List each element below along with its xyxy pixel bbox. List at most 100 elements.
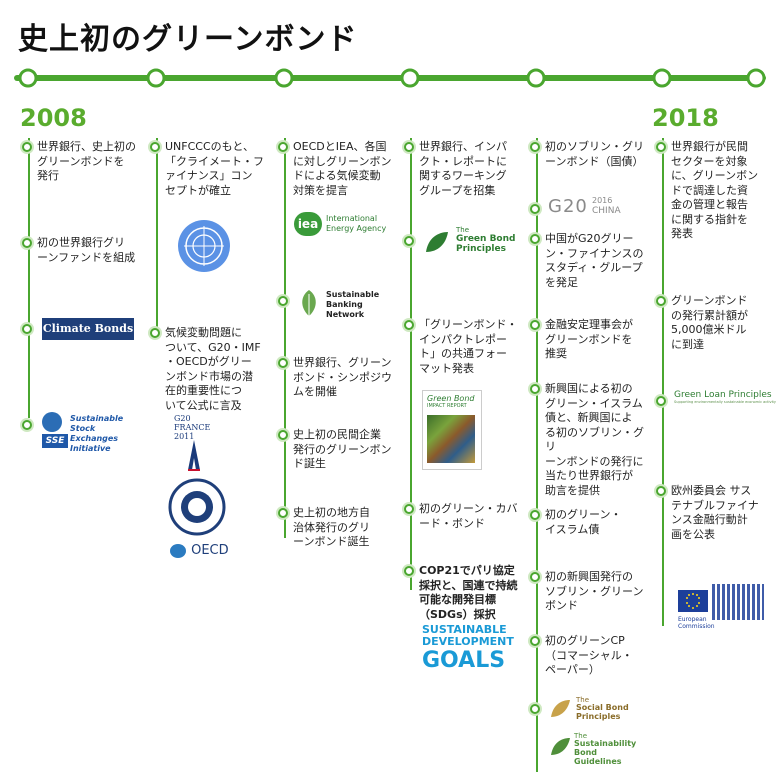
leaf-icon: [296, 288, 322, 318]
ec-building-icon: [712, 584, 764, 620]
g20-china-logo: G20 2016 CHINA: [548, 196, 648, 218]
event-item: UNFCCCのもと、 「クライメート・フ ァイナンス」コン セプトが確立: [150, 140, 274, 198]
event-dot: [656, 296, 666, 306]
european-commission-logo: European Commission: [678, 584, 768, 642]
event-dot: [656, 142, 666, 152]
event-text: 世界銀行、史上初の グリーンボンドを 発行: [37, 140, 146, 184]
un-emblem-icon: [42, 412, 62, 432]
event-item: グリーンボンド の発行累計額が 5,000億米ドル に到達: [656, 294, 780, 352]
report-image-grid: [427, 415, 475, 463]
event-dot: [530, 234, 540, 244]
event-dot: [404, 566, 414, 576]
event-dot: [530, 572, 540, 582]
event-text: 史上初の民間企業 発行のグリーンボン ド誕生: [293, 428, 402, 472]
event-item: 初のグリーン・カバ ード・ボンド: [404, 502, 528, 531]
event-item: 世界銀行が民間 セクターを対象 に、グリーンボン ドで調達した資 金の管理と報告…: [656, 140, 780, 242]
sustainability-bond-guidelines-logo: The Sustainability Bond Guidelines: [548, 732, 658, 760]
event-text: UNFCCCのもと、 「クライメート・フ ァイナンス」コン セプトが確立: [165, 140, 274, 198]
timeline-column-2: UNFCCCのもと、 「クライメート・フ ァイナンス」コン セプトが確立 気候変…: [150, 138, 276, 778]
event-item: 初の新興国発行の ソブリン・グリーン ボンド: [530, 570, 654, 614]
leaf-swirl-icon: [422, 228, 450, 256]
event-item: 金融安定理事会が グリーンボンドを 推奨: [530, 318, 654, 362]
oecd-logo: OECD: [170, 540, 260, 558]
event-dot: [530, 636, 540, 646]
logo-dot: [530, 704, 540, 714]
oecd-circles-icon: [170, 544, 186, 558]
green-bond-principles-logo: The Green Bond Principles: [422, 226, 522, 258]
event-text: COP21でパリ協定 採択と、国連で持続 可能な開発目標 （SDGs）採択: [419, 564, 528, 622]
event-item: 世界銀行、史上初の グリーンボンドを 発行: [22, 140, 146, 184]
event-text: 初のソブリン・グリ ーンボンド（国債）: [545, 140, 654, 169]
eu-flag-icon: [678, 590, 708, 612]
sse-logo: SSE Sustainable Stock Exchanges Initiati…: [42, 412, 144, 452]
event-item: COP21でパリ協定 採択と、国連で持続 可能な開発目標 （SDGs）採択: [404, 564, 528, 622]
logo-dot: [404, 236, 414, 246]
page-title: 史上初のグリーンボンド: [18, 14, 358, 58]
timeline-column-4: 世界銀行、インパ クト・レポートに 関するワーキング グループを招集 The G…: [404, 138, 530, 778]
imf-seal-icon: [168, 478, 226, 536]
event-dot: [530, 320, 540, 330]
event-dot: [530, 510, 540, 520]
event-dot: [22, 142, 32, 152]
leaf-swirl-icon: [548, 696, 572, 720]
logo-dot: [530, 204, 540, 214]
event-dot: [656, 486, 666, 496]
event-item: 史上初の民間企業 発行のグリーンボン ド誕生: [278, 428, 402, 472]
event-item: 「グリーンボンド・ インパクトレポー ト」の共通フォー マット発表: [404, 318, 528, 376]
event-item: 中国がG20グリー ン・ファイナンスの スタディ・グループ を発足: [530, 232, 654, 290]
logo-dot: [22, 324, 32, 334]
event-text: 中国がG20グリー ン・ファイナンスの スタディ・グループ を発足: [545, 232, 654, 290]
event-text: 世界銀行、グリーン ボンド・シンポジウ ムを開催: [293, 356, 402, 400]
logo-dot: [278, 296, 288, 306]
event-text: 初のグリーン・ イスラム債: [545, 508, 654, 537]
column-line: [284, 138, 286, 538]
event-text: 金融安定理事会が グリーンボンドを 推奨: [545, 318, 654, 362]
timeline-column-1: 世界銀行、史上初の グリーンボンドを 発行 初の世界銀行グリ ーンファンドを組成…: [22, 138, 148, 778]
event-dot: [150, 142, 160, 152]
social-bond-principles-logo: The Social Bond Principles: [548, 696, 648, 722]
event-dot: [404, 504, 414, 514]
event-dot: [278, 430, 288, 440]
event-dot: [404, 320, 414, 330]
event-text: 史上初の地方自 治体発行のグリ ーンボンド誕生: [293, 506, 402, 550]
event-dot: [278, 358, 288, 368]
climate-bonds-logo: Climate Bonds: [42, 318, 134, 340]
event-text: 気候変動問題に ついて、G20・IMF ・OECDがグリー ンボンド市場の潜 在…: [165, 326, 274, 413]
event-text: OECDとIEA、各国 に対しグリーンボン ドによる気候変動 対策を提言: [293, 140, 402, 198]
sdg-logo: SUSTAINABLE DEVELOPMENT GOALS: [422, 624, 526, 680]
event-item: 初のグリーンCP （コマーシャル・ ペーパー）: [530, 634, 654, 678]
event-dot: [278, 142, 288, 152]
event-item: 初のグリーン・ イスラム債: [530, 508, 654, 537]
g20-france-logo: G20 FRANCE 2011: [174, 414, 234, 474]
event-text: 初のグリーンCP （コマーシャル・ ペーパー）: [545, 634, 654, 678]
event-item: 世界銀行、グリーン ボンド・シンポジウ ムを開催: [278, 356, 402, 400]
event-item: 初の世界銀行グリ ーンファンドを組成: [22, 236, 146, 265]
impact-report-cover: Green Bond IMPACT REPORT: [422, 390, 482, 470]
event-item: 世界銀行、インパ クト・レポートに 関するワーキング グループを招集: [404, 140, 528, 198]
eiffel-tower-icon: [174, 440, 214, 472]
event-text: 初の新興国発行の ソブリン・グリーン ボンド: [545, 570, 654, 614]
event-item: 気候変動問題に ついて、G20・IMF ・OECDがグリー ンボンド市場の潜 在…: [150, 326, 274, 413]
event-text: 初のグリーン・カバ ード・ボンド: [419, 502, 528, 531]
sustainable-banking-network-logo: Sustainable Banking Network: [296, 288, 396, 322]
event-text: 世界銀行が民間 セクターを対象 に、グリーンボン ドで調達した資 金の管理と報告…: [671, 140, 780, 242]
event-text: グリーンボンド の発行累計額が 5,000億米ドル に到達: [671, 294, 780, 352]
event-dot: [404, 142, 414, 152]
event-dot: [22, 238, 32, 248]
event-text: 新興国による初の グリーン・イスラム 債と、新興国によ る初のソブリン・グリ ー…: [545, 382, 654, 498]
event-item: 新興国による初の グリーン・イスラム 債と、新興国によ る初のソブリン・グリ ー…: [530, 382, 654, 498]
logo-dot: [22, 420, 32, 430]
event-text: 欧州委員会 サス テナブルファイナ ンス金融行動計 画を公表: [671, 484, 780, 542]
event-item: 史上初の地方自 治体発行のグリ ーンボンド誕生: [278, 506, 402, 550]
event-text: 「グリーンボンド・ インパクトレポー ト」の共通フォー マット発表: [419, 318, 528, 376]
event-dot: [278, 508, 288, 518]
un-emblem-icon: [176, 218, 232, 274]
event-item: 欧州委員会 サス テナブルファイナ ンス金融行動計 画を公表: [656, 484, 780, 542]
year-start: 2008: [20, 104, 87, 132]
event-dot: [530, 384, 540, 394]
iea-logo: iea International Energy Agency: [294, 212, 394, 238]
logo-dot: [656, 396, 666, 406]
year-end: 2018: [652, 104, 719, 132]
event-item: 初のソブリン・グリ ーンボンド（国債）: [530, 140, 654, 169]
event-text: 初の世界銀行グリ ーンファンドを組成: [37, 236, 146, 265]
